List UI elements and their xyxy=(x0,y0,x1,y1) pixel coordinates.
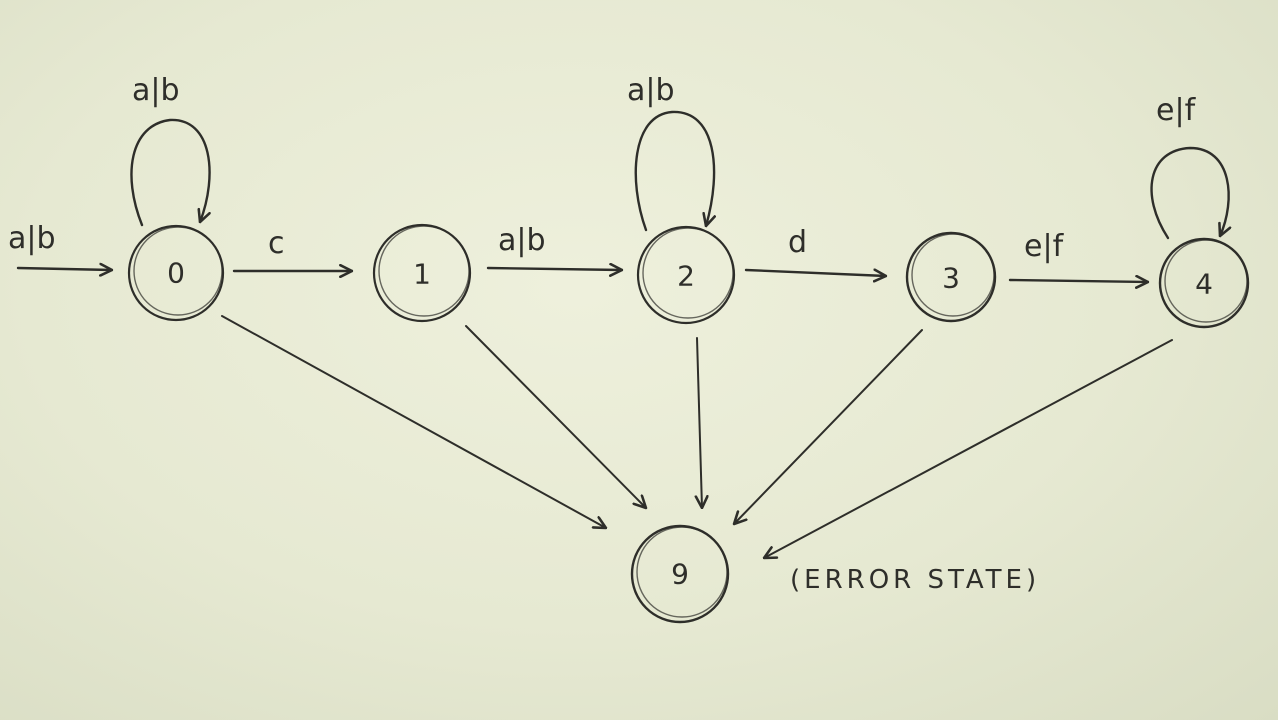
self-loop-2: a|b xyxy=(627,73,714,232)
state-4-label: 4 xyxy=(1195,268,1213,301)
state-0-label: 0 xyxy=(167,257,185,290)
self-loop-4-label: e|f xyxy=(1156,93,1197,128)
self-loop-0-label: a|b xyxy=(132,73,180,108)
error-transitions xyxy=(221,315,1173,558)
state-3: 3 xyxy=(905,231,997,323)
state-2-label: 2 xyxy=(677,260,695,293)
state-1-circle xyxy=(372,223,472,323)
self-loop-2-label: a|b xyxy=(627,73,675,108)
state-2-circle-inner xyxy=(642,227,734,319)
transition-1-2: a|b xyxy=(486,223,622,270)
transition-1-9-arrow xyxy=(465,325,646,508)
state-3-circle xyxy=(905,231,997,323)
transition-1-2-arrow xyxy=(486,268,622,270)
self-loop-0: a|b xyxy=(130,73,209,227)
state-9-circle-inner xyxy=(636,526,728,618)
state-2-circle xyxy=(636,225,736,325)
state-0-circle xyxy=(127,224,225,322)
self-loop-4-arrow xyxy=(1150,146,1229,240)
state-9-circle xyxy=(630,524,730,624)
start-transition-label: a|b xyxy=(8,221,56,256)
transition-1-2-label: a|b xyxy=(498,223,546,258)
transition-0-9-arrow xyxy=(221,315,606,528)
state-1-label: 1 xyxy=(413,258,431,291)
state-0-circle-inner xyxy=(133,226,223,316)
state-3-label: 3 xyxy=(942,262,960,295)
self-loop-0-arrow xyxy=(130,118,209,227)
error-state-note: (ERROR STATE) xyxy=(790,565,1040,595)
state-0: 0 xyxy=(127,224,225,322)
state-9-label: 9 xyxy=(671,558,689,591)
state-4-circle xyxy=(1158,237,1250,329)
transition-2-3-arrow xyxy=(744,270,886,276)
transition-3-4-label: e|f xyxy=(1024,229,1065,264)
transition-3-4: e|f xyxy=(1008,229,1148,282)
state-9: 9 xyxy=(630,524,730,624)
transition-4-9-arrow xyxy=(764,339,1173,558)
state-1: 1 xyxy=(372,223,472,323)
transition-3-9-arrow xyxy=(734,329,923,524)
state-1-circle-inner xyxy=(378,225,470,317)
state-2: 2 xyxy=(636,225,736,325)
transition-0-1: c xyxy=(232,226,354,271)
self-loop-2-arrow xyxy=(634,110,714,232)
transition-2-9-arrow xyxy=(697,337,702,508)
self-loop-4: e|f xyxy=(1150,93,1229,240)
transition-3-4-arrow xyxy=(1008,280,1148,282)
start-arrow xyxy=(16,268,112,270)
transition-0-1-label: c xyxy=(268,226,285,261)
start-transition: a|b xyxy=(8,221,112,270)
state-4: 4 xyxy=(1158,237,1250,329)
transition-2-3: d xyxy=(744,225,886,276)
state-3-circle-inner xyxy=(911,233,995,317)
transition-2-3-label: d xyxy=(788,225,807,260)
state-4-circle-inner xyxy=(1164,239,1248,323)
